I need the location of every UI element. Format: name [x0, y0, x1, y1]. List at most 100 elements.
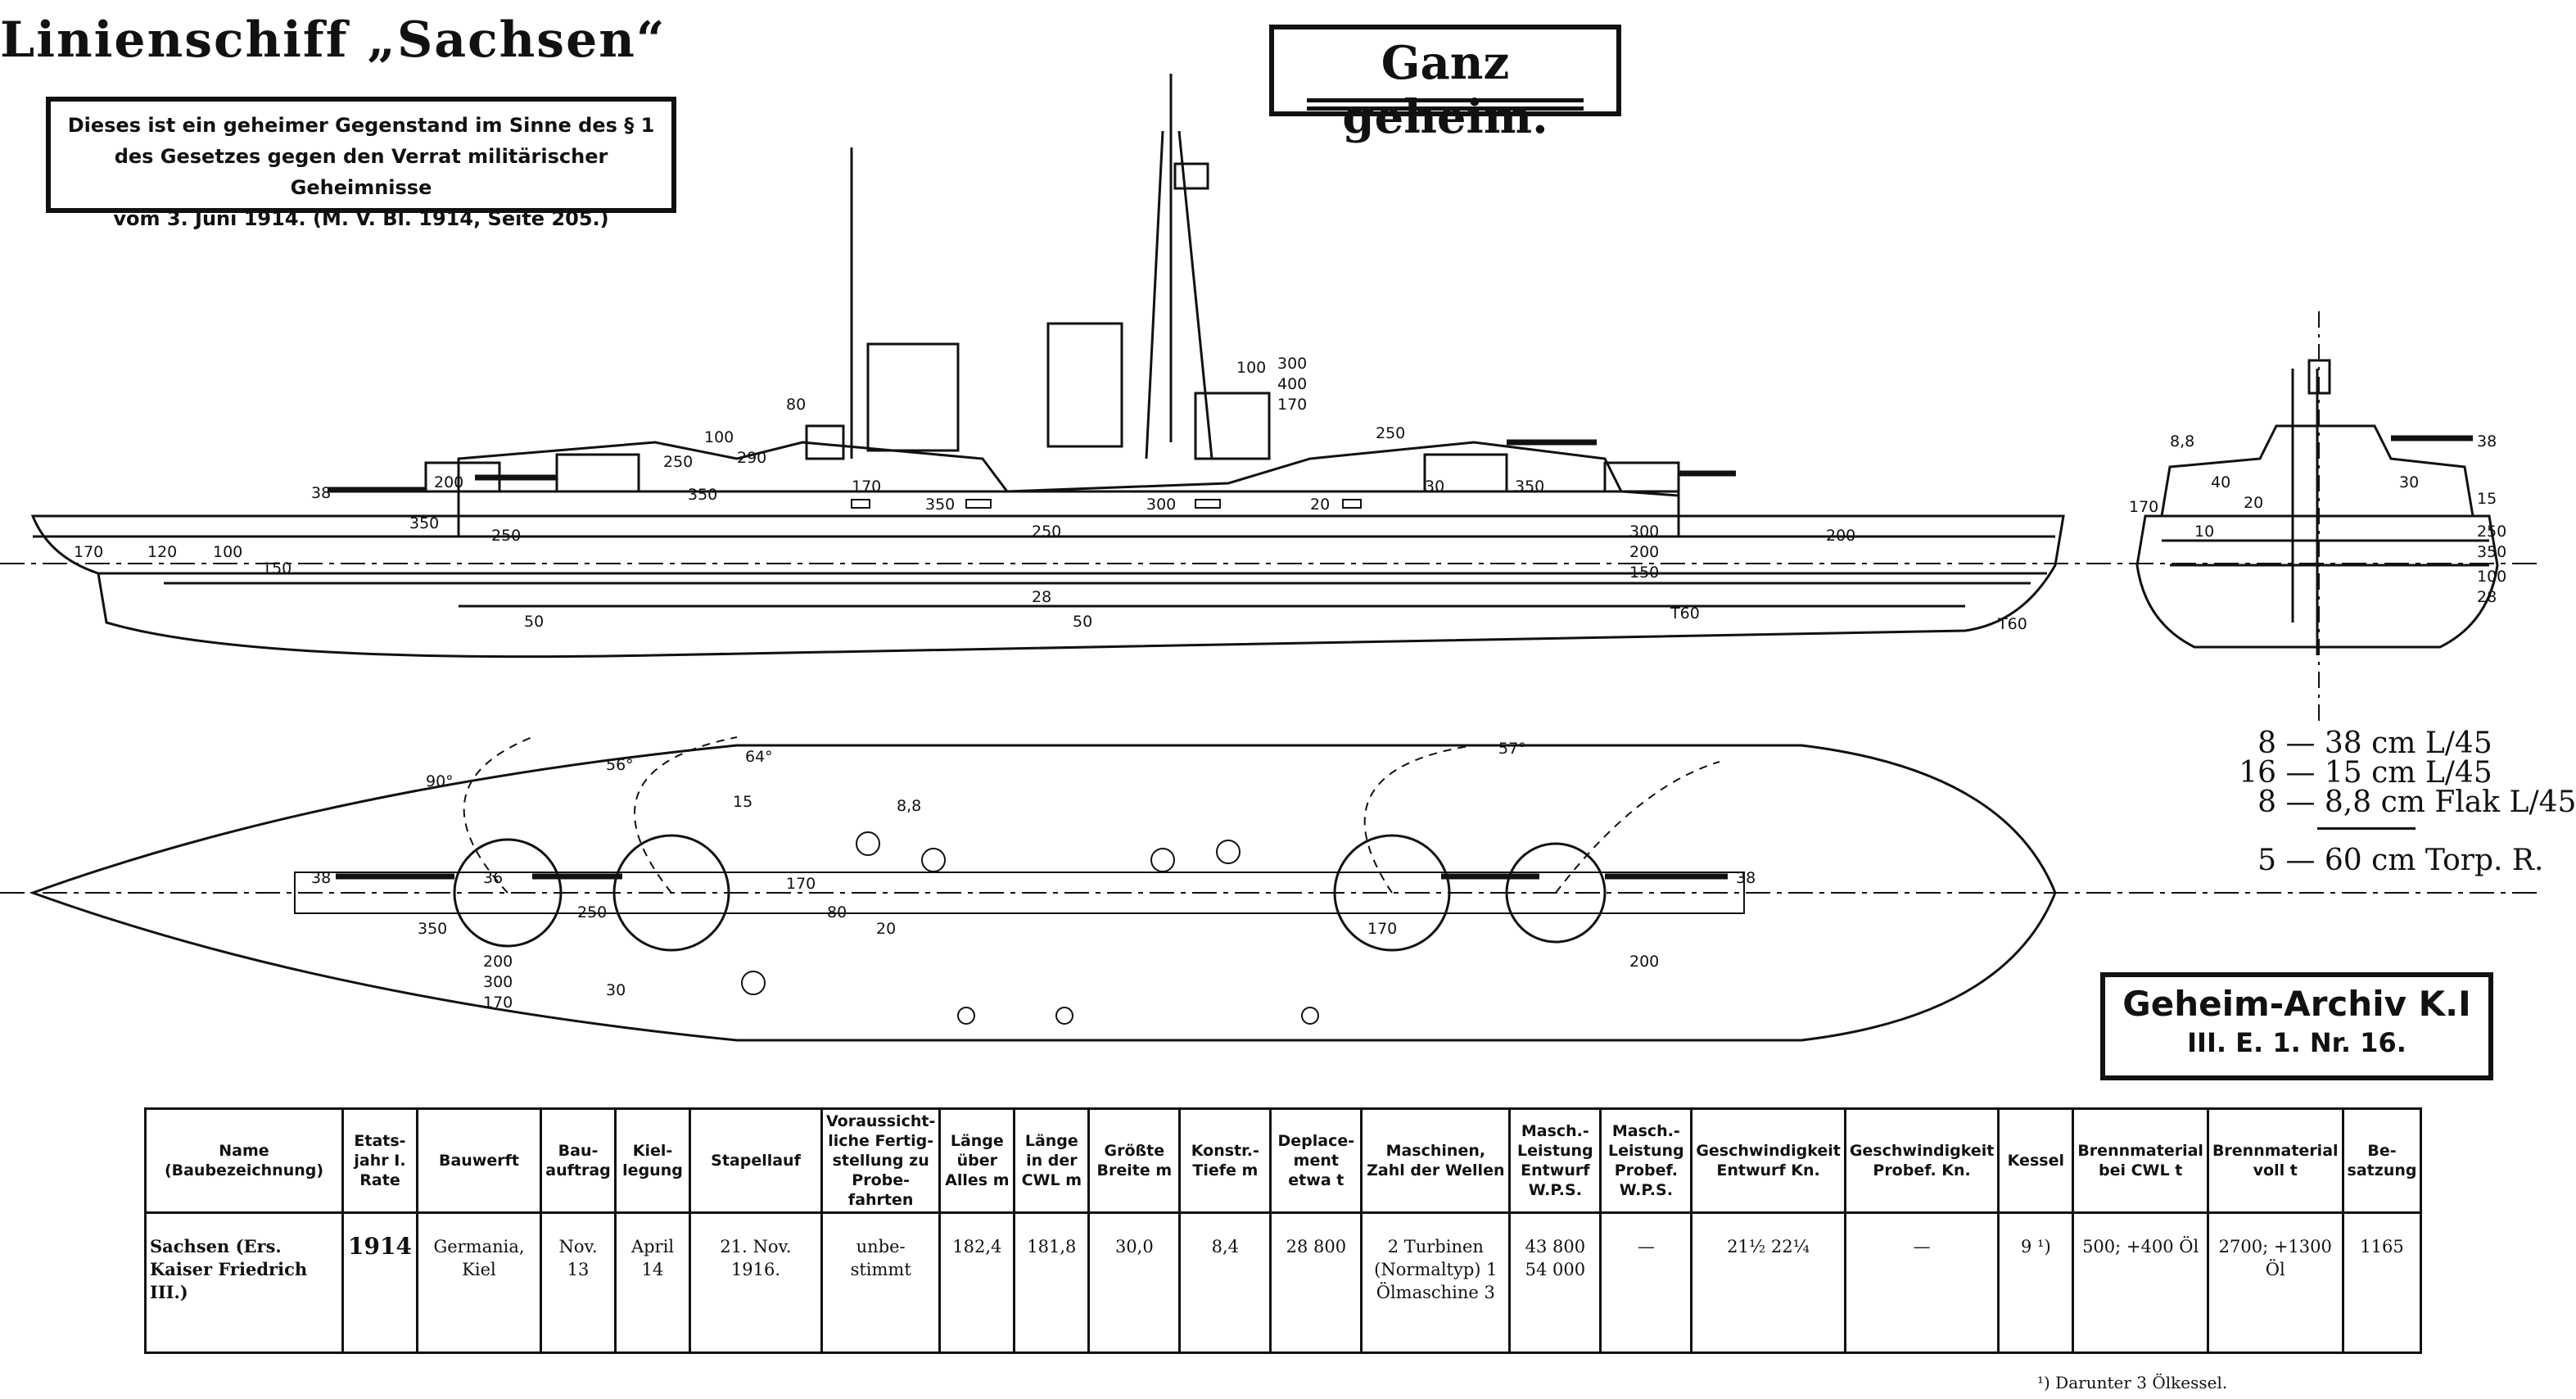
stamp-rule-top [1307, 98, 1584, 102]
notice-line-2: des Gesetzes gegen den Verrat militärisc… [114, 145, 608, 199]
col-laenge-cwl: Länge in der CWL m [1013, 1107, 1091, 1214]
armament-row: 8 — 8,8 cm Flak L/45 [2257, 786, 2576, 819]
cell-breite: 30,0 [1087, 1211, 1182, 1354]
lbl-side-290: 290 [737, 449, 766, 467]
lbl-side-t60b: T60 [1997, 615, 2027, 633]
side-superstructure [457, 441, 1680, 516]
col-brenn-voll: Brennmaterial voll t [2206, 1107, 2344, 1214]
plan-hull [29, 744, 2057, 1042]
turret-c-side [1423, 453, 1508, 493]
cell-deplacement: 28 800 [1269, 1211, 1363, 1354]
cell-tiefe: 8,4 [1178, 1211, 1272, 1354]
lbl-plan-64: 64° [745, 748, 773, 766]
lbl-plan-250: 250 [577, 903, 607, 921]
lbl-plan-88: 8,8 [897, 797, 921, 815]
page-title: Linienschiff „Sachsen“ [0, 11, 667, 69]
lbl-side-20: 20 [1310, 496, 1330, 514]
lbl-plan-350: 350 [418, 920, 447, 938]
cell-fertigstellung: unbe-stimmt [820, 1211, 942, 1354]
lbl-sec-170: 170 [2129, 498, 2158, 516]
drawing-labels: 38 200 250 350 250 350 100 250 290 350 8… [74, 355, 2506, 1012]
cell-stapellauf: 21. Nov. 1916. [689, 1211, 823, 1354]
col-brenn-cwl: Brennmaterial bei CWL t [2072, 1107, 2209, 1214]
cell-brenn-cwl: 500; +400 Öl [2072, 1211, 2209, 1354]
col-bauwerft: Bauwerft [416, 1107, 542, 1214]
lbl-side-100: 100 [704, 428, 734, 446]
lbl-side-150b: 150 [262, 559, 291, 577]
side-hull [30, 514, 2065, 659]
lbl-sec-10: 10 [2194, 523, 2214, 541]
lbl-plan-300: 300 [483, 973, 513, 991]
lbl-side-50: 50 [524, 613, 544, 631]
lbl-side-50b: 50 [1073, 613, 1092, 631]
lbl-plan-20: 20 [876, 920, 896, 938]
lbl-side-200: 200 [434, 473, 463, 491]
lbl-side-100b: 100 [1236, 359, 1266, 377]
lbl-side-38: 38 [311, 484, 331, 502]
cell-kessel: 9 ¹) [1997, 1211, 2075, 1354]
cell-bauauftrag: Nov. 13 [540, 1211, 617, 1354]
lbl-side-350b: 350 [688, 486, 717, 504]
lbl-plan-90: 90° [426, 772, 454, 790]
lbl-side-250b: 250 [1032, 523, 1061, 541]
lbl-side-250d: 250 [1376, 424, 1405, 442]
secret-stamp: Ganz geheim. [1269, 25, 1621, 144]
lbl-side-250c: 250 [663, 453, 693, 471]
lbl-side-300c: 300 [1146, 496, 1176, 514]
cell-besatzung: 1165 [2341, 1211, 2423, 1354]
lbl-side-350d: 350 [925, 496, 955, 514]
table-row: Sachsen (Ers. Kaiser Friedrich III.) 191… [144, 1211, 2423, 1354]
armament-list: 8 — 38 cm L/45 16 — 15 cm L/45 8 — 8,8 c… [2227, 729, 2576, 876]
lbl-sec-40: 40 [2211, 473, 2230, 491]
lbl-plan-38: 38 [311, 869, 331, 887]
lbl-side-150: 150 [1629, 564, 1659, 582]
lbl-side-170: 170 [852, 478, 881, 496]
col-laenge-alles: Länge über Alles m [938, 1107, 1016, 1214]
col-geschw-entwurf: Geschwindigkeit Entwurf Kn. [1690, 1107, 1846, 1214]
notice-line-3: vom 3. Juni 1914. (M. V. Bl. 1914, Seite… [113, 207, 609, 230]
cell-leistung-entwurf: 43 800 54 000 [1508, 1211, 1602, 1354]
col-kiellegung: Kiel-legung [614, 1107, 691, 1214]
lbl-plan-170b: 170 [1367, 920, 1397, 938]
lbl-sec-88: 8,8 [2170, 432, 2194, 450]
lbl-side-80: 80 [786, 396, 806, 414]
lbl-sec-250: 250 [2477, 523, 2506, 541]
lbl-sec-100: 100 [2477, 568, 2506, 586]
armament-divider [2317, 827, 2416, 830]
col-deplacement: Deplace-ment etwa t [1269, 1107, 1363, 1214]
lbl-plan-56: 56° [606, 756, 634, 774]
spec-table: Name (Baubezeichnung) Etats-jahr I. Rate… [144, 1107, 2423, 1354]
col-bauauftrag: Bau-auftrag [540, 1107, 617, 1214]
lbl-side-300b: 300 [1629, 523, 1659, 541]
lbl-side-350c: 350 [1515, 478, 1544, 496]
archive-stamp: Geheim-Archiv K.I III. E. 1. Nr. 16. [2100, 972, 2493, 1080]
armament-row: 8 — 38 cm L/45 [2257, 727, 2492, 760]
lbl-plan-80: 80 [827, 903, 847, 921]
lbl-side-200c: 200 [1826, 527, 1855, 545]
lbl-plan-38b: 38 [1736, 869, 1756, 887]
lbl-sec-15: 15 [2477, 490, 2497, 508]
col-geschw-probef: Geschwindigkeit Probef. Kn. [1843, 1107, 2000, 1214]
cell-bauwerft: Germania, Kiel [416, 1211, 542, 1354]
lbl-plan-15: 15 [733, 793, 752, 811]
secrecy-notice: Dieses ist ein geheimer Gegenstand im Si… [46, 97, 676, 230]
lbl-side-100c: 100 [213, 543, 242, 561]
lbl-side-200b: 200 [1629, 543, 1659, 561]
lbl-plan-170c: 170 [483, 994, 513, 1012]
cell-kiellegung: April 14 [614, 1211, 691, 1354]
cell-laenge-alles: 182,4 [938, 1211, 1016, 1354]
col-leistung-probef: Masch.-Leistung Probef. W.P.S. [1599, 1107, 1693, 1214]
col-kessel: Kessel [1997, 1107, 2075, 1214]
lbl-sec-38: 38 [2477, 432, 2497, 450]
funnel-1 [866, 342, 960, 452]
lbl-side-30: 30 [1425, 478, 1444, 496]
lbl-side-120: 120 [147, 543, 177, 561]
cell-laenge-cwl: 181,8 [1013, 1211, 1091, 1354]
col-name: Name (Baubezeichnung) [144, 1107, 344, 1214]
lbl-sec-30: 30 [2399, 473, 2419, 491]
lbl-side-28: 28 [1032, 588, 1051, 606]
cell-geschw-entwurf: 21½ 22¼ [1690, 1211, 1846, 1354]
section-hull [2135, 514, 2499, 649]
turret-b-side [555, 453, 640, 493]
armament-row: 5 — 60 cm Torp. R. [2257, 844, 2544, 877]
